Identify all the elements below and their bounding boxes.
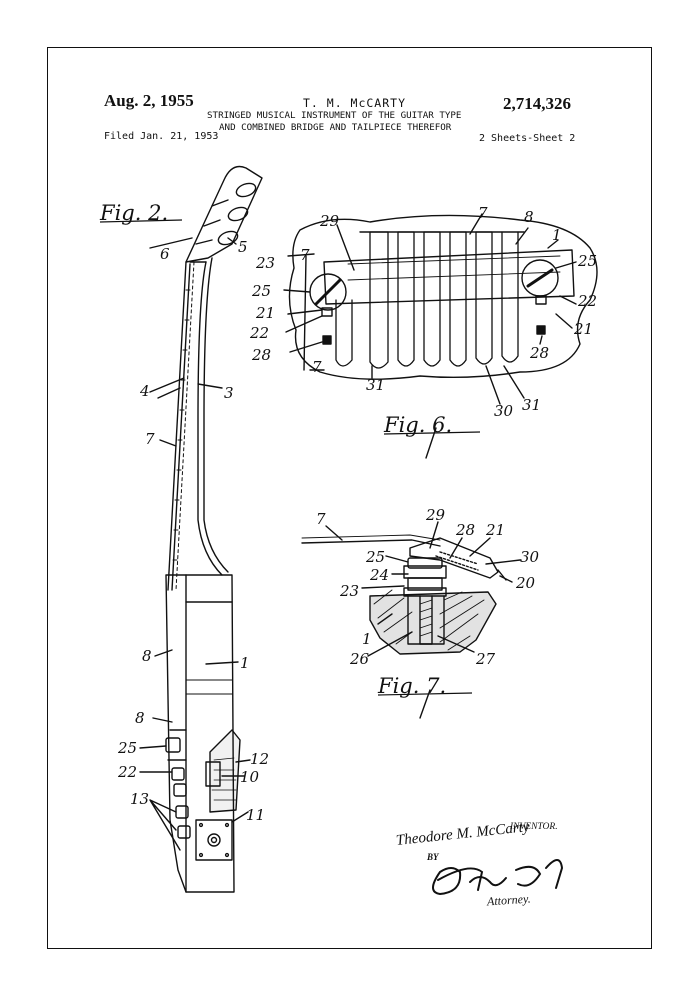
fig7-label-29: 29 <box>425 506 446 524</box>
by-label: BY <box>427 852 439 862</box>
fig2-label-10: 10 <box>240 768 260 786</box>
patent-title-line2: AND COMBINED BRIDGE AND TAILPIECE THEREF… <box>219 122 452 133</box>
fig7-label-7: 7 <box>316 510 326 528</box>
fig7-bridge-cross-section <box>301 521 521 719</box>
fig6-label-7-left: 7 <box>300 246 310 264</box>
patent-title-line1: STRINGED MUSICAL INSTRUMENT OF THE GUITA… <box>207 110 462 121</box>
attorney-title: Attorney. <box>486 891 532 909</box>
fig7-label-27: 27 <box>475 650 496 668</box>
patent-date: Aug. 2, 1955 <box>104 91 194 110</box>
fig2-label-5: 5 <box>238 238 248 256</box>
patent-sheet-frame <box>47 47 652 949</box>
fig6-label-31-left: 31 <box>366 376 385 394</box>
fig6-label-31-right: 31 <box>522 396 541 414</box>
fig6-label-30: 30 <box>494 402 514 420</box>
fig7-label-20: 20 <box>515 574 536 592</box>
fig2-label-1: 1 <box>240 654 250 672</box>
fig6-label-7-bottom: 7 <box>312 358 322 376</box>
fig7-label-23: 23 <box>339 582 359 600</box>
fig7-label-24: 24 <box>369 566 389 584</box>
fig7-label-25: 25 <box>365 548 385 566</box>
fig2-label-13: 13 <box>130 790 149 808</box>
fig2-label-7: 7 <box>145 430 155 448</box>
fig7-label-21: 21 <box>485 521 505 539</box>
patent-number: 2,714,326 <box>503 94 571 113</box>
inventor-label: INVENTOR. <box>510 822 558 832</box>
sheet-count: 2 Sheets-Sheet 2 <box>479 133 576 144</box>
fig2-label-25: 25 <box>117 739 137 757</box>
fig2-label-12: 12 <box>250 750 269 768</box>
fig6-label-1: 1 <box>552 226 562 244</box>
fig6-label-21-right: 21 <box>573 320 593 338</box>
fig2-label-4: 4 <box>139 382 150 400</box>
fig2-label-11: 11 <box>246 806 265 824</box>
fig2-guitar-side-view <box>139 165 263 893</box>
filed-date: Filed Jan. 21, 1953 <box>104 131 219 142</box>
fig6-label-28-right: 28 <box>529 344 549 362</box>
fig6-label-22-left: 22 <box>249 324 269 342</box>
fig6-label-22-right: 22 <box>577 292 597 310</box>
fig6-label-23: 23 <box>255 254 275 272</box>
fig6-label-7-top: 7 <box>478 204 488 222</box>
fig6-label-29: 29 <box>319 212 340 230</box>
fig2-label-6: 6 <box>160 245 170 263</box>
fig7-label-26: 26 <box>349 650 370 668</box>
fig6-label-8: 8 <box>524 208 534 226</box>
attorney-signature-drawing <box>432 859 564 896</box>
fig6-label-25-left: 25 <box>251 282 271 300</box>
fig6-label-25-right: 25 <box>577 252 597 270</box>
fig7-label-28: 28 <box>455 521 475 539</box>
fig6-label-28-left: 28 <box>251 346 271 364</box>
fig2-label-8-lower: 8 <box>135 709 145 727</box>
fig2-label-8-upper: 8 <box>142 647 152 665</box>
fig6-label-21-left: 21 <box>255 304 275 322</box>
fig2-label-3: 3 <box>224 384 234 402</box>
fig7-label-1: 1 <box>362 630 372 648</box>
inventor-header: T. M. McCARTY <box>303 96 407 110</box>
fig2-label-22: 22 <box>117 763 137 781</box>
fig6-bridge-top-view <box>283 213 598 459</box>
fig7-label-30: 30 <box>520 548 540 566</box>
